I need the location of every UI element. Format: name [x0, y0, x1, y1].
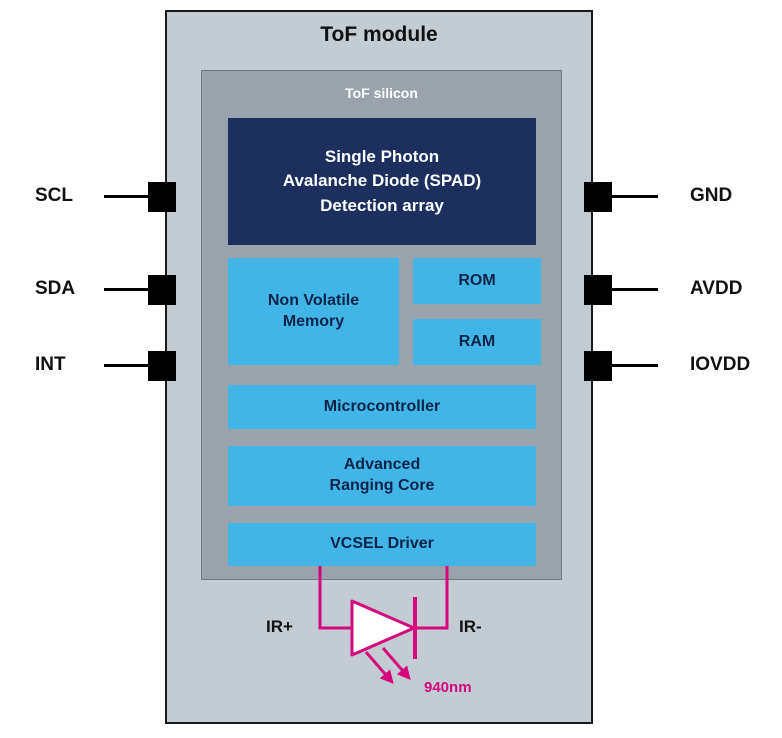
ir-plus-label: IR+ [266, 617, 293, 636]
advanced-ranging-core-block: Advanced Ranging Core [228, 446, 536, 506]
pin-pad-iovdd [584, 351, 612, 381]
rom-block: ROM [413, 258, 541, 304]
pin-label-avdd: AVDD [690, 278, 743, 299]
pin-lead-avdd [612, 288, 658, 291]
pin-label-gnd: GND [690, 185, 733, 206]
pin-label-int: INT [35, 354, 66, 375]
ir-minus-label: IR- [459, 617, 482, 636]
pin-lead-sda [104, 288, 148, 291]
pin-lead-int [104, 364, 148, 367]
spad-detection-array-block: Single Photon Avalanche Diode (SPAD) Det… [228, 118, 536, 245]
pin-lead-scl [104, 195, 148, 198]
pin-label-scl: SCL [35, 185, 73, 206]
pin-pad-gnd [584, 182, 612, 212]
pin-pad-avdd [584, 275, 612, 305]
silicon-title: ToF silicon [345, 85, 418, 101]
pin-pad-int [148, 351, 176, 381]
wavelength-label: 940nm [424, 679, 472, 696]
microcontroller-block: Microcontroller [228, 385, 536, 429]
ram-block: RAM [413, 319, 541, 365]
pin-label-sda: SDA [35, 278, 76, 299]
pin-lead-iovdd [612, 364, 658, 367]
non-volatile-memory-block: Non Volatile Memory [228, 258, 399, 365]
pin-label-iovdd: IOVDD [690, 354, 751, 375]
pin-pad-scl [148, 182, 176, 212]
module-title: ToF module [320, 23, 438, 46]
vcsel-driver-block: VCSEL Driver [228, 523, 536, 566]
pin-pad-sda [148, 275, 176, 305]
pin-lead-gnd [612, 195, 658, 198]
